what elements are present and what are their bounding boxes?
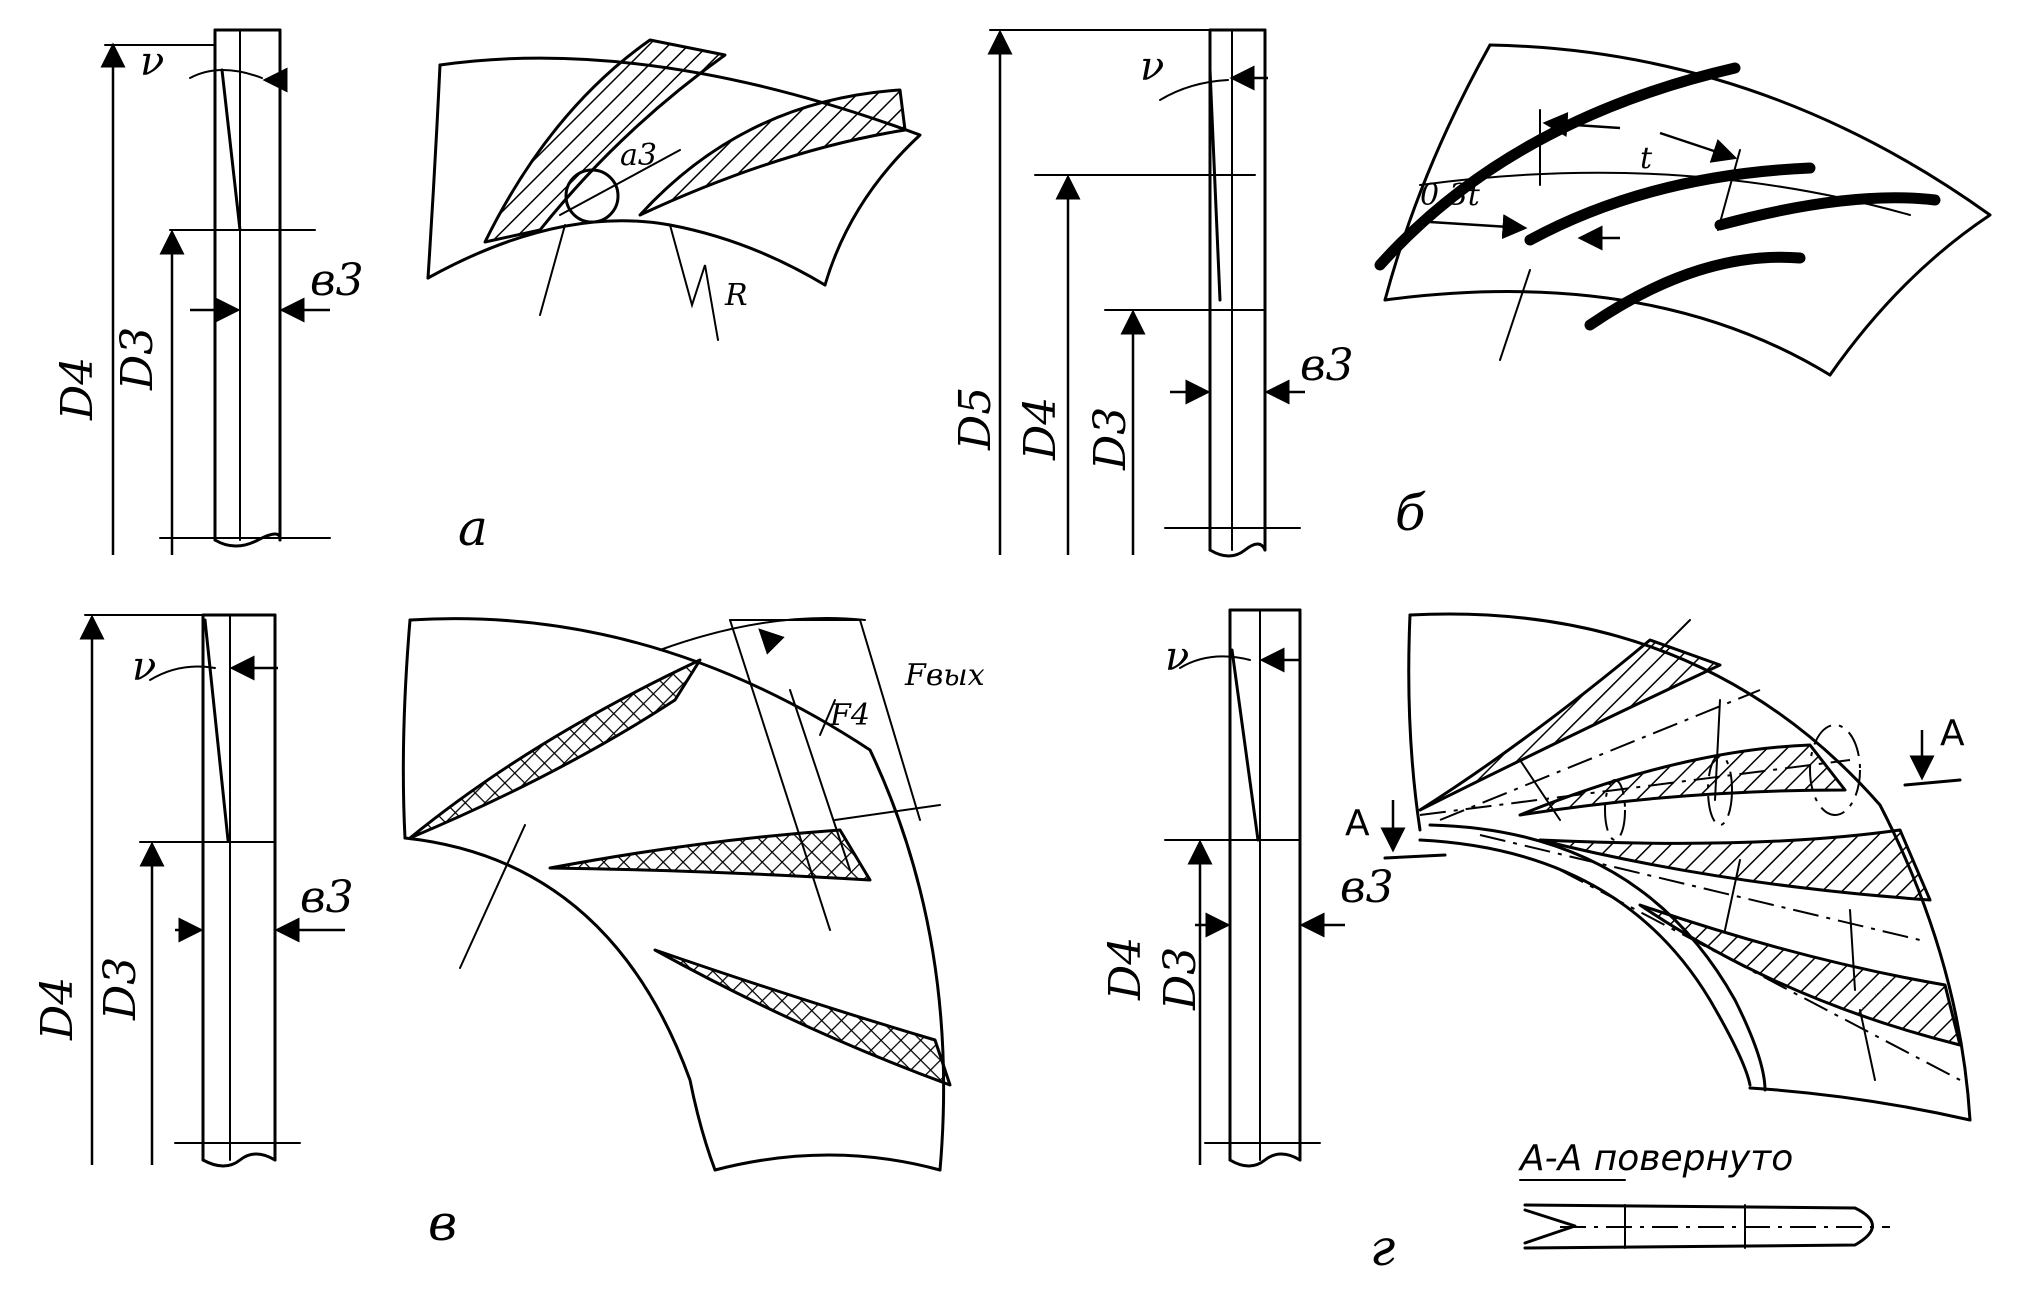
- panel-a-label-nu: ν: [140, 39, 164, 85]
- panel-b-label-b3: в3: [1300, 340, 1354, 391]
- panel-v-blade-3: [653, 948, 952, 1087]
- panel-v-label-d3: D3: [95, 957, 146, 1021]
- panel-b-blade-1: [1374, 62, 1741, 271]
- panel-b-label-nu: ν: [1140, 44, 1164, 90]
- panel-b-blade-4: [1714, 192, 1941, 231]
- panel-a-meridional-section: D4 D3 в3 ν: [52, 28, 364, 555]
- panel-v-label-fout: Fвых: [904, 658, 985, 693]
- panel-v-label-f4: F4: [829, 698, 870, 733]
- panel-b-blade-2: [1524, 162, 1816, 246]
- panel-a-caption: a: [458, 499, 488, 557]
- panel-v-label-nu: ν: [132, 644, 156, 690]
- panel-a-blade-2: [638, 88, 907, 217]
- panel-v-meridional-section: D4 D3 в3 ν: [32, 613, 354, 1168]
- panel-b-label-t: t: [1640, 141, 1653, 176]
- panel-v: D4 D3 в3 ν F4 Fвых в: [32, 613, 985, 1252]
- panel-b-blade-3: [1584, 251, 1806, 331]
- panel-a-blade-1: [483, 38, 727, 244]
- panel-g-label-a-left: A: [1345, 803, 1370, 844]
- panel-b-caption: б: [1395, 484, 1426, 542]
- panel-v-blade-1: [408, 658, 702, 840]
- panel-g-label-d3: D3: [1155, 947, 1206, 1011]
- panel-g: D4 D3 в3 ν: [1100, 608, 1972, 1277]
- panel-a: D4 D3 в3 ν a3 R a: [52, 28, 922, 557]
- panel-g-plan-view: A A A-A повернуто г: [1345, 612, 1972, 1277]
- panel-a-label-b3: в3: [310, 255, 364, 306]
- panel-b-label-d3: D3: [1085, 407, 1136, 471]
- panel-v-caption: в: [428, 1194, 457, 1252]
- panel-g-label-d4: D4: [1100, 937, 1151, 1001]
- panel-a-label-d4: D4: [52, 357, 103, 421]
- panel-a-label-r: R: [724, 278, 748, 313]
- panel-g-blade-4: [1638, 903, 1962, 1047]
- panel-v-plan-view: F4 Fвых в: [401, 617, 985, 1252]
- panel-g-label-b3: в3: [1340, 862, 1394, 913]
- panel-a-plan-view: a3 R a: [426, 38, 922, 557]
- panel-b: D5 D4 D3 в3 ν t 0,3t б: [950, 28, 1992, 558]
- panel-a-label-d3: D3: [112, 327, 163, 391]
- panel-b-label-d4: D4: [1015, 397, 1066, 461]
- panel-v-label-d4: D4: [32, 977, 83, 1041]
- panel-b-label-t03: 0,3t: [1420, 178, 1481, 213]
- panel-g-caption: г: [1370, 1219, 1395, 1277]
- panel-g-section-title: A-A повернуто: [1518, 1138, 1793, 1179]
- panel-g-blade-1: [1418, 638, 1722, 812]
- panel-g-blade-2: [1518, 743, 1847, 817]
- panel-g-label-a-right: A: [1940, 713, 1965, 754]
- panel-v-blade-2: [548, 828, 872, 882]
- panel-g-section-profile: [1523, 1203, 1874, 1250]
- panel-b-plan-view: t 0,3t б: [1374, 43, 1992, 542]
- panel-g-label-nu: ν: [1165, 634, 1189, 680]
- panel-g-blade-3: [1538, 828, 1932, 902]
- panel-b-meridional-section: D5 D4 D3 в3 ν: [950, 28, 1354, 558]
- panel-a-label-a3: a3: [620, 138, 657, 173]
- panel-b-label-d5: D5: [950, 387, 1001, 451]
- panel-g-meridional-section: D4 D3 в3 ν: [1100, 608, 1394, 1168]
- panel-v-label-b3: в3: [300, 872, 354, 923]
